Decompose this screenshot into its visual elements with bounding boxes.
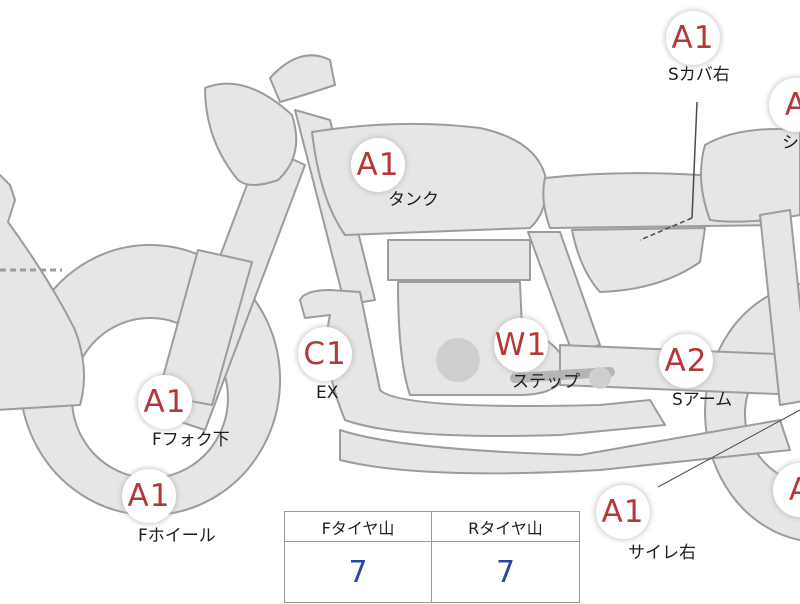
leader-line-side-cover (691, 101, 698, 219)
grade-code: A1 (601, 493, 645, 530)
part-label: サイレ右 (628, 543, 696, 563)
grade-code: A (789, 474, 800, 506)
marker-side-cover-right: A1 (666, 11, 720, 65)
rear-tread-header: Rタイヤ山 (432, 512, 579, 542)
rear-shock (759, 209, 800, 406)
marker-swing-arm: A2 (659, 334, 713, 388)
headlight (204, 82, 298, 186)
part-label: EX (316, 383, 339, 403)
part-label: Sアーム (672, 390, 733, 410)
handlebar (269, 54, 336, 103)
exhaust-pipe (299, 289, 666, 437)
grade-code: A1 (143, 383, 187, 420)
leader-line-side-cover-dashed (639, 217, 693, 241)
leader-line-silencer (657, 409, 800, 488)
marker-front-fork-lower: A1 (138, 375, 192, 429)
grade-code: A (784, 86, 800, 123)
marker-front-wheel: A1 (122, 469, 176, 523)
fuel-tank (311, 122, 547, 236)
marker-tank: A1 (351, 138, 405, 192)
grade-code: A1 (127, 477, 171, 514)
front-tread-value: 7 (285, 542, 432, 602)
front-tread-header: Fタイヤ山 (285, 512, 432, 542)
rear-tread-value: 7 (495, 554, 516, 590)
tire-tread-table: Fタイヤ山 Rタイヤ山 7 7 (284, 511, 580, 603)
marker-exhaust: C1 (298, 327, 352, 381)
grade-code: W1 (494, 326, 548, 363)
front-fender (0, 173, 85, 411)
grade-code: A1 (671, 19, 715, 56)
part-label: Fフォク下 (152, 430, 230, 450)
marker-step: W1 (494, 318, 548, 372)
marker-silencer-right: A1 (596, 485, 650, 539)
step-peg-end (589, 367, 611, 389)
part-label: ステップ (512, 372, 580, 392)
side-cover (571, 227, 706, 293)
grade-code: C1 (303, 335, 347, 372)
grade-code: A2 (664, 342, 708, 379)
part-label: Fホイール (138, 526, 216, 546)
muffler (339, 419, 791, 475)
grade-code: A1 (356, 146, 400, 183)
engine-cylinder (387, 239, 531, 281)
frame-rear (527, 231, 601, 353)
engine-cover-dot (436, 338, 480, 382)
part-label: タンク (388, 190, 439, 210)
seat-rear (700, 128, 800, 223)
part-label: シ (782, 133, 799, 153)
fork-sleeve (157, 249, 253, 406)
part-label: Sカバ右 (668, 65, 730, 85)
